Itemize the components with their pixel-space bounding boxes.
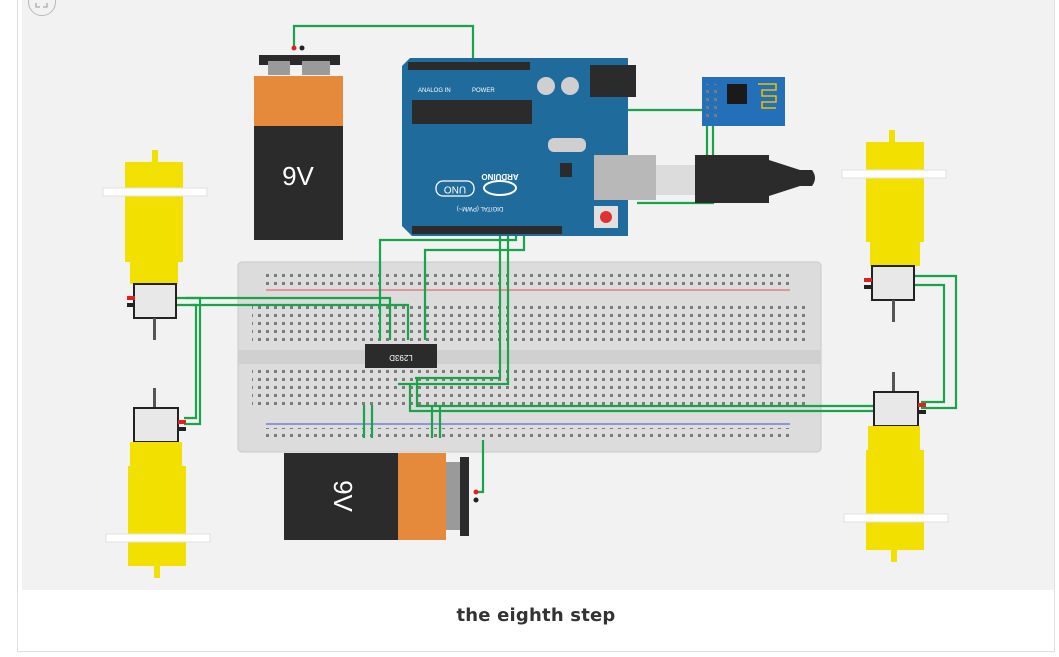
battery-top: 9V (254, 45, 343, 240)
arduino-model-label: UNO (444, 183, 466, 194)
motor-bottom-left (105, 388, 211, 578)
motor-top-left (102, 150, 208, 340)
arduino-digital-label: DIGITAL (PWM~) (457, 205, 504, 211)
motor-bottom-right (843, 372, 949, 562)
battery-top-label: 9V (282, 161, 314, 191)
step-caption: the eighth step (456, 605, 616, 626)
chip-label: L293D (389, 353, 413, 362)
arduino-analog-label: ANALOG IN (418, 88, 451, 94)
motor-top-right (841, 130, 947, 322)
battery-bottom-label: 9V (328, 480, 358, 512)
usb-cable (656, 155, 815, 203)
arduino-power-label: POWER (472, 88, 495, 94)
breadboard (237, 261, 822, 453)
arduino-uno: POWER ANALOG IN ARDUINO UNO DIGITAL (PWM… (402, 58, 656, 236)
arduino-brand-label: ARDUINO (481, 172, 518, 181)
circuit-diagram: 9V 9V POWER ANALOG IN ARDUINO UNO DIGITA… (102, 24, 958, 578)
l293d-chip: L293D (365, 344, 437, 368)
battery-bottom: 9V (284, 453, 479, 540)
esp8266-module (702, 77, 785, 126)
